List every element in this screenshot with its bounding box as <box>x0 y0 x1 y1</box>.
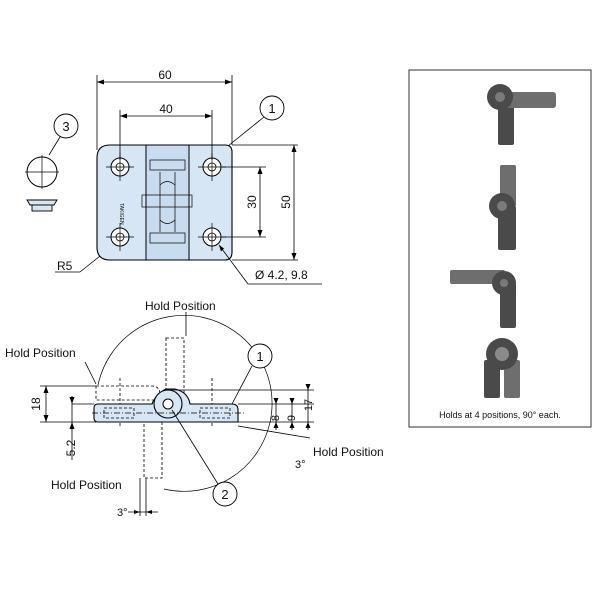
svg-text:40: 40 <box>159 102 173 116</box>
hold-position-right-label: Hold Position <box>313 445 384 459</box>
svg-text:R5: R5 <box>57 259 73 273</box>
side-view: Hold Position Hold Position Hold Positio… <box>5 299 384 519</box>
hinge-photo-3 <box>450 270 516 328</box>
dimension-18: 18 <box>29 385 96 423</box>
dimension-60: 60 <box>96 68 233 150</box>
mounting-holes <box>106 153 226 251</box>
svg-text:5.2: 5.2 <box>64 439 78 456</box>
svg-text:60: 60 <box>158 68 172 82</box>
svg-text:3: 3 <box>62 119 69 134</box>
photo-panel: Holds at 4 positions, 90° each. <box>408 69 592 428</box>
svg-text:1: 1 <box>256 349 263 364</box>
svg-text:9: 9 <box>286 415 298 421</box>
dimension-5-2: 5.2 <box>64 396 94 460</box>
dimensions-right: 8 9 17 <box>170 384 315 430</box>
svg-text:8: 8 <box>270 415 282 421</box>
hold-position-left-label: Hold Position <box>5 346 76 360</box>
callout-1-side: 1 <box>231 343 273 405</box>
dimension-30: 30 <box>222 166 266 238</box>
hold-position-top-label: Hold Position <box>145 299 216 313</box>
radius-callout: R5 <box>55 255 101 273</box>
angle-bottom-label: 3° <box>117 507 128 519</box>
angle-right-label: 3° <box>295 459 306 471</box>
photo-caption: Holds at 4 positions, 90° each. <box>439 410 561 420</box>
dimension-40: 40 <box>119 102 213 160</box>
hole-callout: Ø 4.2, 9.8 <box>218 244 322 285</box>
svg-text:17: 17 <box>303 399 315 411</box>
hinge-side-profile <box>92 388 245 423</box>
hold-position-bottom-label: Hold Position <box>51 478 122 492</box>
hinge-photo-2 <box>489 165 516 250</box>
top-view: TAKIGEN 60 <box>25 68 322 285</box>
svg-text:30: 30 <box>245 195 259 209</box>
engraving-mark: TAKIGEN <box>118 203 124 225</box>
svg-text:18: 18 <box>29 397 43 411</box>
svg-text:50: 50 <box>279 195 293 209</box>
cap-part <box>25 155 59 212</box>
callout-3: 3 <box>48 113 79 156</box>
hinge-knuckle <box>145 144 190 261</box>
hinge-photo-1 <box>487 84 556 145</box>
svg-text:1: 1 <box>268 101 275 116</box>
callout-1-top: 1 <box>227 95 285 147</box>
callout-2-side: 2 <box>171 409 238 507</box>
hinge-photo-4 <box>484 338 520 398</box>
svg-text:Ø 4.2, 9.8: Ø 4.2, 9.8 <box>255 268 308 282</box>
dimension-50: 50 <box>232 144 298 261</box>
svg-text:2: 2 <box>221 487 228 502</box>
